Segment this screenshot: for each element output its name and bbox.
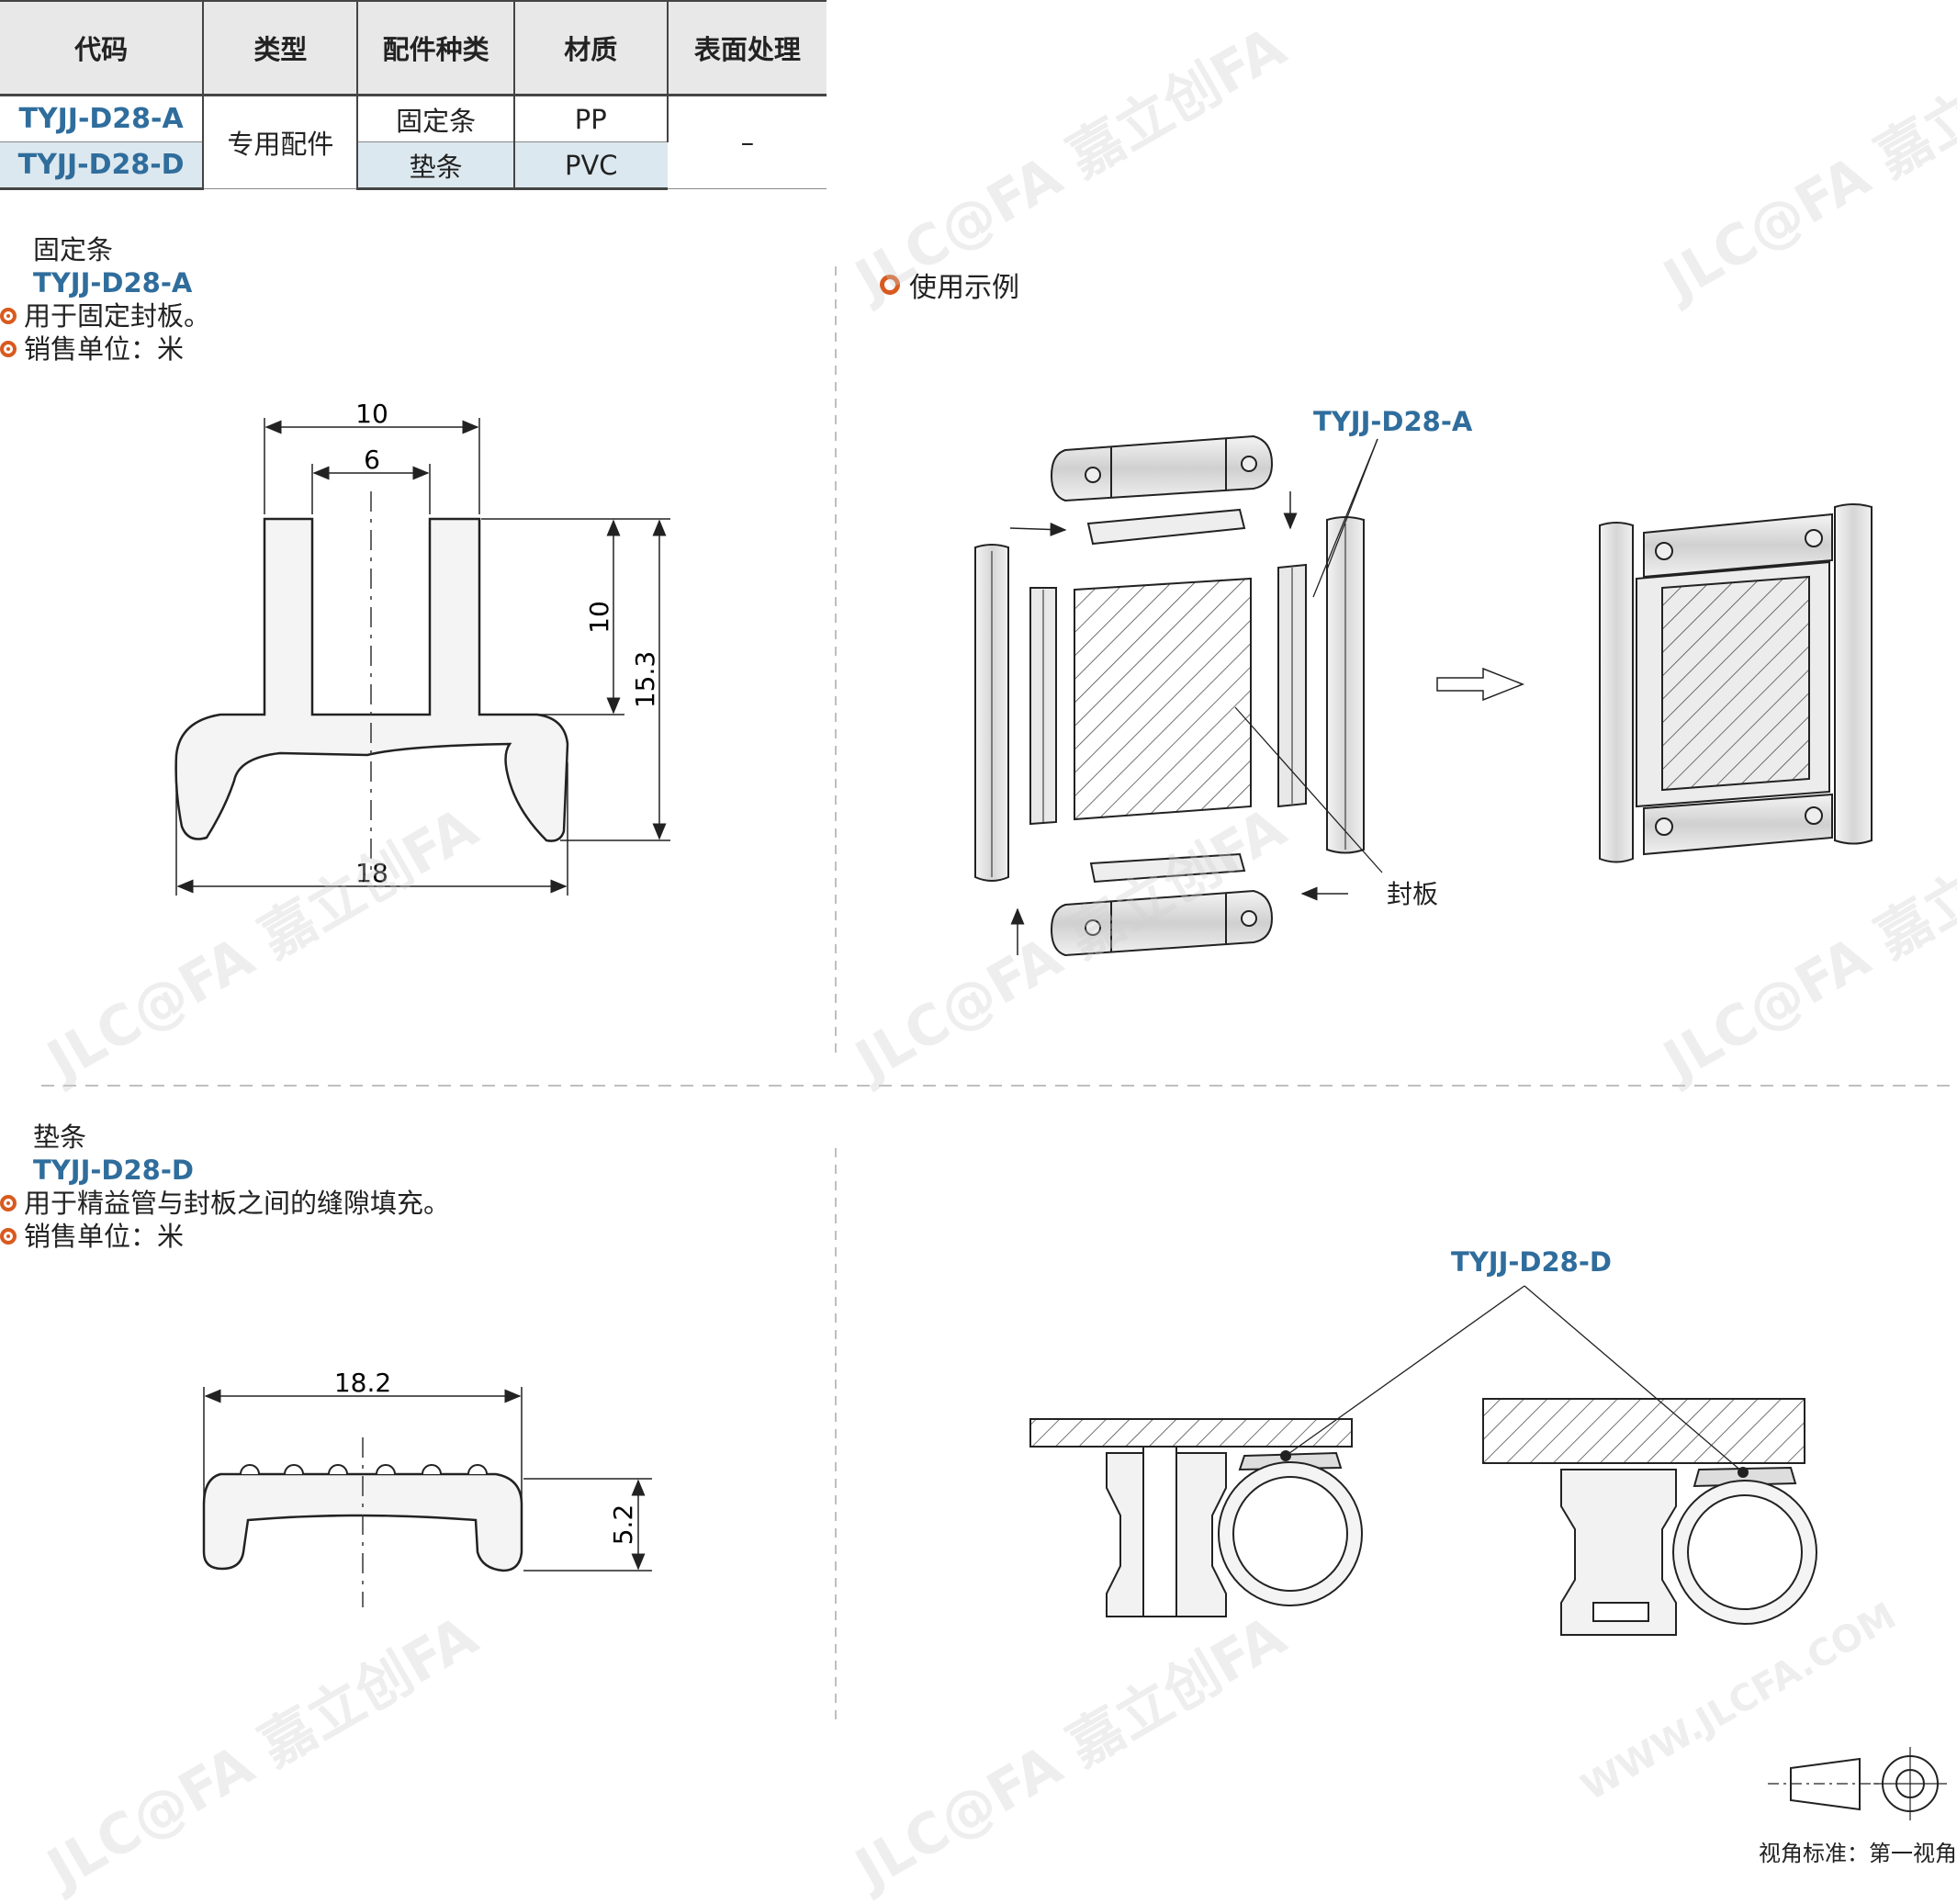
fixing-strip-bullet-1: 用于固定封板。: [0, 299, 210, 332]
view-standard-label: 视角标准：第一视角: [1759, 1841, 1957, 1866]
bullet-text: 销售单位：米: [24, 1221, 185, 1252]
header-material: 材质: [513, 0, 669, 96]
pad-strip-bullet-1: 用于精益管与封板之间的缝隙填充。: [0, 1187, 450, 1220]
row-kind: 垫条: [357, 141, 515, 190]
first-angle-symbol-icon: [1768, 1747, 1947, 1820]
row-kind: 固定条: [357, 95, 515, 142]
pad-strip-code: TYJJ-D28-D: [33, 1155, 194, 1186]
pad-callout-code: TYJJ-D28-D: [1451, 1246, 1612, 1278]
row-code: TYJJ-D28-A: [0, 95, 205, 142]
fixing-strip-info: 固定条 TYJJ-D28-A 用于固定封板。 销售单位：米: [0, 233, 210, 366]
dim-slot-width: 6: [364, 445, 380, 475]
usage-header-text: 使用示例: [909, 272, 1019, 304]
dim-height: 5.2: [608, 1504, 638, 1546]
dim-height: 15.3: [630, 651, 660, 708]
pad-strip-profile: 18.2 5.2: [202, 1368, 652, 1607]
dim-base-width: 18: [355, 858, 388, 888]
table-header-row: 代码 类型 配件种类 材质 表面处理: [0, 0, 827, 96]
bullet-text: 用于精益管与封板之间的缝隙填充。: [24, 1188, 451, 1219]
bullet-icon: [0, 1228, 17, 1245]
pad-section-left: [1029, 1418, 1363, 1617]
row-surface: –: [667, 95, 827, 189]
header-kind: 配件种类: [357, 0, 515, 96]
panel-label: 封板: [1387, 879, 1439, 909]
dim-slot-depth: 10: [584, 601, 614, 634]
table-row: TYJJ-D28-A 专用配件 固定条 PP –: [0, 95, 827, 189]
dim-top-width: 10: [355, 399, 388, 429]
bullet-icon: [0, 1195, 17, 1211]
usage-callout-code: TYJJ-D28-A: [1313, 406, 1473, 437]
row-code: TYJJ-D28-D: [0, 141, 205, 190]
row-type: 专用配件: [203, 95, 359, 189]
header-surface: 表面处理: [667, 0, 827, 96]
fixing-strip-title: 固定条: [33, 234, 114, 265]
bullet-icon: [0, 308, 17, 324]
bullet-icon: [0, 341, 17, 357]
table-row: TYJJ-D28-D 垫条 PVC: [0, 141, 827, 190]
fixing-strip-code: TYJJ-D28-A: [33, 267, 193, 299]
pad-strip-bullet-2: 销售单位：米: [0, 1220, 450, 1253]
usage-header: 使用示例: [880, 265, 1019, 305]
bullet-text: 销售单位：米: [24, 333, 185, 365]
section-marker-icon: [880, 275, 900, 295]
exploded-assembly: [974, 434, 1873, 957]
row-material: PVC: [513, 141, 668, 190]
drawing-canvas: 10 6 10 15.3 18: [41, 266, 1957, 1820]
dim-width: 18.2: [334, 1368, 391, 1398]
pad-strip-title: 垫条: [33, 1121, 87, 1153]
pad-strip-info: 垫条 TYJJ-D28-D 用于精益管与封板之间的缝隙填充。 销售单位：米: [0, 1121, 450, 1253]
bullet-text: 用于固定封板。: [24, 300, 211, 332]
header-type: 类型: [203, 0, 359, 96]
fixing-strip-profile: 10 6 10 15.3 18: [174, 399, 670, 896]
spec-table: 代码 类型 配件种类 材质 表面处理 TYJJ-D28-A 专用配件 固定条 P…: [0, 0, 827, 190]
fixing-strip-bullet-2: 销售单位：米: [0, 332, 210, 366]
header-code: 代码: [0, 0, 205, 96]
pad-section-right: [1285, 1285, 1817, 1636]
row-material: PP: [513, 95, 669, 142]
